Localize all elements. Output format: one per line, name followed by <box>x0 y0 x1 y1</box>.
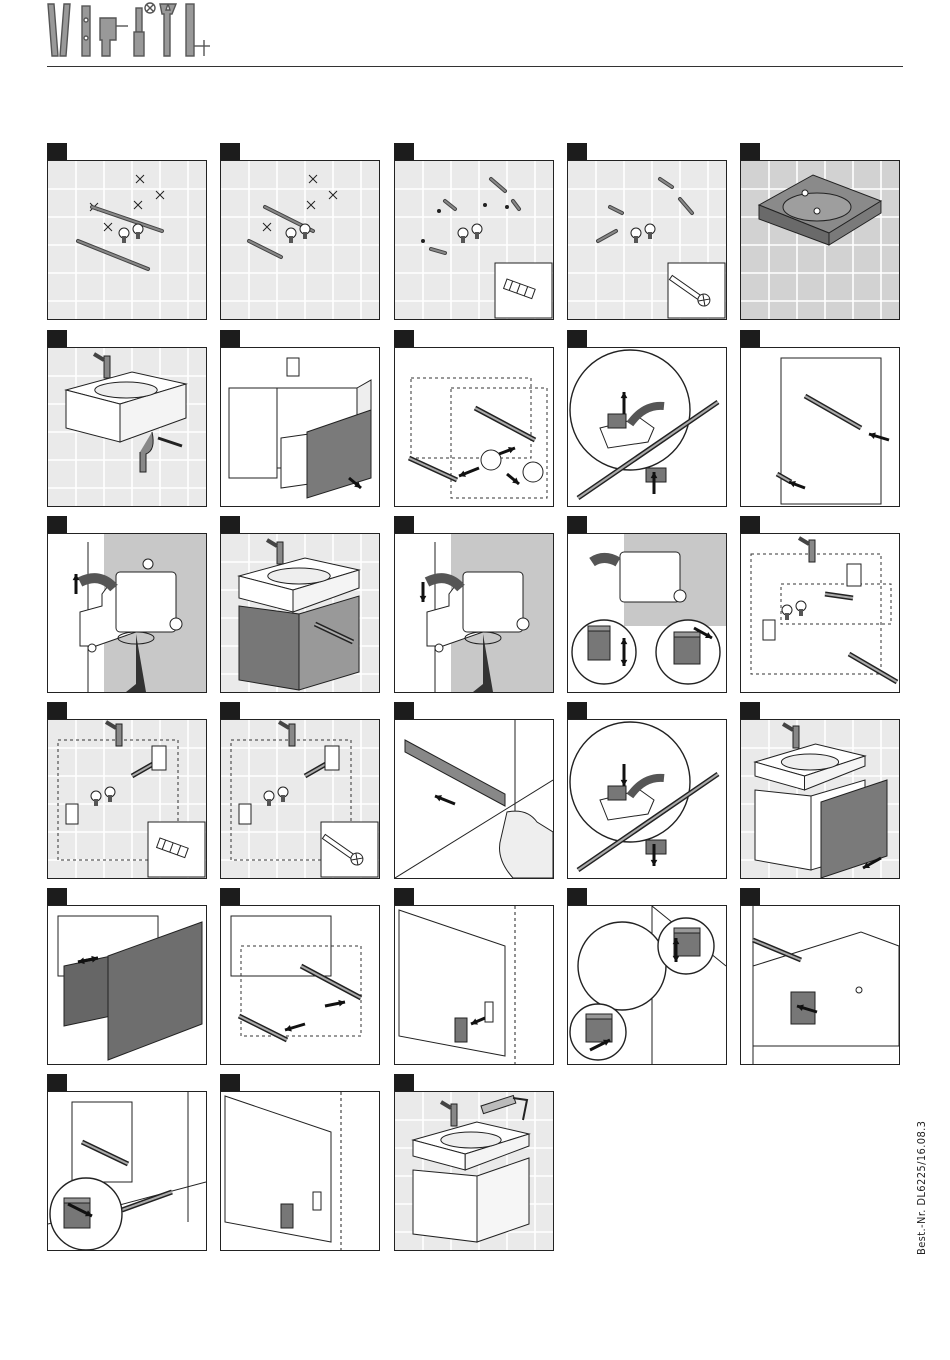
step-illustration-drawer-remove <box>394 347 554 507</box>
arrow-up-icon <box>48 534 206 692</box>
step-illustration-front-adjust <box>567 905 727 1065</box>
step-number-tab <box>394 888 414 905</box>
screw-icon <box>221 720 379 878</box>
clip-icon <box>395 906 553 1064</box>
step-number-tab <box>47 330 67 347</box>
hand-icon <box>395 720 553 878</box>
silicone-gun-icon <box>186 4 210 56</box>
step-number-tab <box>740 702 760 719</box>
step-illustration-hang-screw <box>220 719 380 879</box>
step-illustration-hang-unit <box>740 533 900 693</box>
step-number-tab <box>220 1074 240 1091</box>
vanity-icon <box>221 534 379 692</box>
step-illustration-bracket-adjust <box>567 533 727 693</box>
drill-icon <box>82 6 128 56</box>
step-illustration-wall-bolts <box>567 160 727 320</box>
step-number-tab <box>394 1074 414 1091</box>
clip-icon <box>741 906 899 1064</box>
drawer-slide-icon <box>395 348 553 506</box>
adjust-icon <box>568 906 726 1064</box>
step-illustration-vanity-drawer <box>740 719 900 879</box>
drawer-slide-icon <box>221 906 379 1064</box>
step-illustration-hang-plug <box>47 719 207 879</box>
hang-icon <box>741 534 899 692</box>
step-illustration-clip-right <box>740 905 900 1065</box>
step-number-tab <box>47 702 67 719</box>
drawer-icon <box>221 348 379 506</box>
bracket-icon <box>568 348 726 506</box>
screwdriver-icon <box>134 3 155 56</box>
step-number-tab <box>740 888 760 905</box>
drawer-icon <box>741 720 899 878</box>
step-illustration-bracket-lift <box>47 533 207 693</box>
step-illustration-silicone <box>394 1091 554 1251</box>
drawer-icon <box>48 906 206 1064</box>
clip-icon <box>48 1092 206 1250</box>
step-illustration-wall-plugs <box>394 160 554 320</box>
step-number-tab <box>740 516 760 533</box>
drill-bit-icon <box>221 161 379 319</box>
hanger-bolt-icon <box>568 161 726 319</box>
step-number-tab <box>567 888 587 905</box>
bracket-icon <box>568 720 726 878</box>
step-number-tab <box>740 330 760 347</box>
tools-header <box>44 0 224 62</box>
step-number-tab <box>220 143 240 160</box>
step-number-tab <box>47 1074 67 1091</box>
step-number-tab <box>394 330 414 347</box>
wall-plug-icon <box>395 161 553 319</box>
step-illustration-bracket-detail-2 <box>567 719 727 879</box>
silicone-gun-icon <box>395 1092 553 1250</box>
step-illustration-front-clip <box>394 905 554 1065</box>
step-illustration-wall-drill <box>220 160 380 320</box>
step-illustration-bracket-detail <box>567 347 727 507</box>
spirit-level-icon <box>48 4 70 56</box>
step-illustration-basin-cabinet <box>220 533 380 693</box>
step-number-tab <box>220 330 240 347</box>
step-illustration-front-corner <box>220 1091 380 1251</box>
step-number-tab <box>567 516 587 533</box>
step-illustration-carcass <box>740 347 900 507</box>
step-number-tab <box>394 702 414 719</box>
step-number-tab <box>394 143 414 160</box>
step-illustration-drawer-insert <box>47 905 207 1065</box>
step-number-tab <box>47 143 67 160</box>
adjust-icon <box>568 534 726 692</box>
tap-icon <box>48 348 206 506</box>
step-illustration-cabinet-open <box>220 347 380 507</box>
step-illustration-rails-in <box>220 905 380 1065</box>
order-number: Best.-Nr. DL6225/16.08.3 <box>915 1121 928 1255</box>
step-illustration-basin <box>740 160 900 320</box>
step-number-tab <box>47 516 67 533</box>
cabinet-icon <box>741 348 899 506</box>
step-number-tab <box>740 143 760 160</box>
step-illustration-rail-hand <box>394 719 554 879</box>
step-number-tab <box>394 516 414 533</box>
step-number-tab <box>567 143 587 160</box>
wall-plug-icon <box>48 720 206 878</box>
step-number-tab <box>567 330 587 347</box>
clip-icon <box>221 1092 379 1250</box>
step-illustration-basin-tap <box>47 347 207 507</box>
step-illustration-wall-mark <box>47 160 207 320</box>
washbasin-icon <box>741 161 899 319</box>
step-number-tab <box>47 888 67 905</box>
step-number-tab <box>220 702 240 719</box>
wrench-icon <box>160 4 176 56</box>
header-rule <box>47 66 903 67</box>
step-number-tab <box>220 888 240 905</box>
drill-marking-icon <box>48 161 206 319</box>
step-number-tab <box>220 516 240 533</box>
step-number-tab <box>567 702 587 719</box>
arrow-down-icon <box>395 534 553 692</box>
step-illustration-bracket-lower <box>394 533 554 693</box>
step-illustration-clip-left <box>47 1091 207 1251</box>
